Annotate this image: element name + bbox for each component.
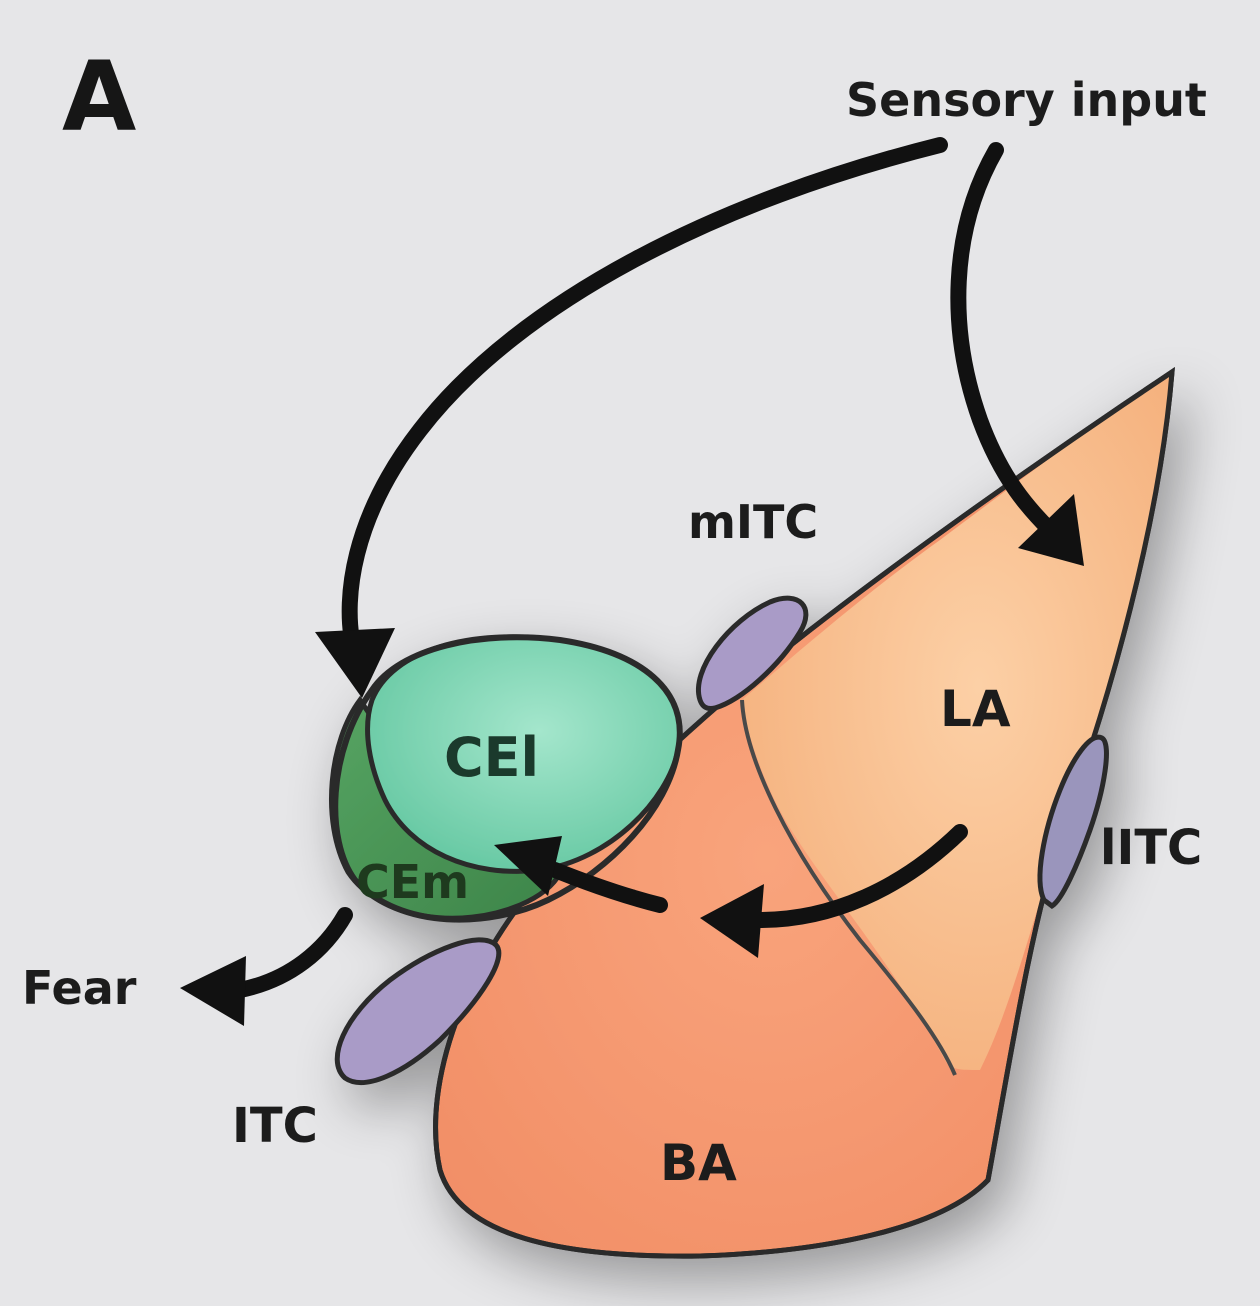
sensory-input-label: Sensory input <box>846 73 1207 127</box>
la-label: LA <box>940 680 1011 738</box>
cem-label: CEm <box>356 855 469 909</box>
la-to-ba-arrowhead <box>700 884 764 958</box>
litc-cluster <box>1037 734 1109 910</box>
sensory-to-la-arrowhead <box>1018 494 1084 566</box>
la-to-ba-arrow <box>752 824 968 928</box>
fear-label: Fear <box>22 961 137 1015</box>
ba-label: BA <box>660 1134 737 1192</box>
cem-to-fear-arrowhead <box>180 956 246 1026</box>
sensory-to-cel-arrow <box>341 137 948 648</box>
sensory-to-cel-arrowhead <box>315 628 395 698</box>
mitc-label: mITC <box>688 495 818 549</box>
cel-label: CEl <box>444 726 539 789</box>
pathway-arrows <box>180 137 1084 1026</box>
ba-to-cem-arrow <box>547 862 668 913</box>
mitc-cluster <box>696 595 809 711</box>
itc-cluster <box>334 937 502 1085</box>
litc-label: lITC <box>1100 820 1202 876</box>
la-ba-border <box>740 699 957 1076</box>
panel-letter: A <box>62 41 136 153</box>
cem-to-fear-arrow <box>232 907 353 998</box>
ba-to-cem-arrowhead <box>494 836 562 896</box>
ce-outline <box>332 634 683 923</box>
itc-label: ITC <box>232 1098 318 1154</box>
sensory-to-la-arrow <box>950 142 1058 538</box>
